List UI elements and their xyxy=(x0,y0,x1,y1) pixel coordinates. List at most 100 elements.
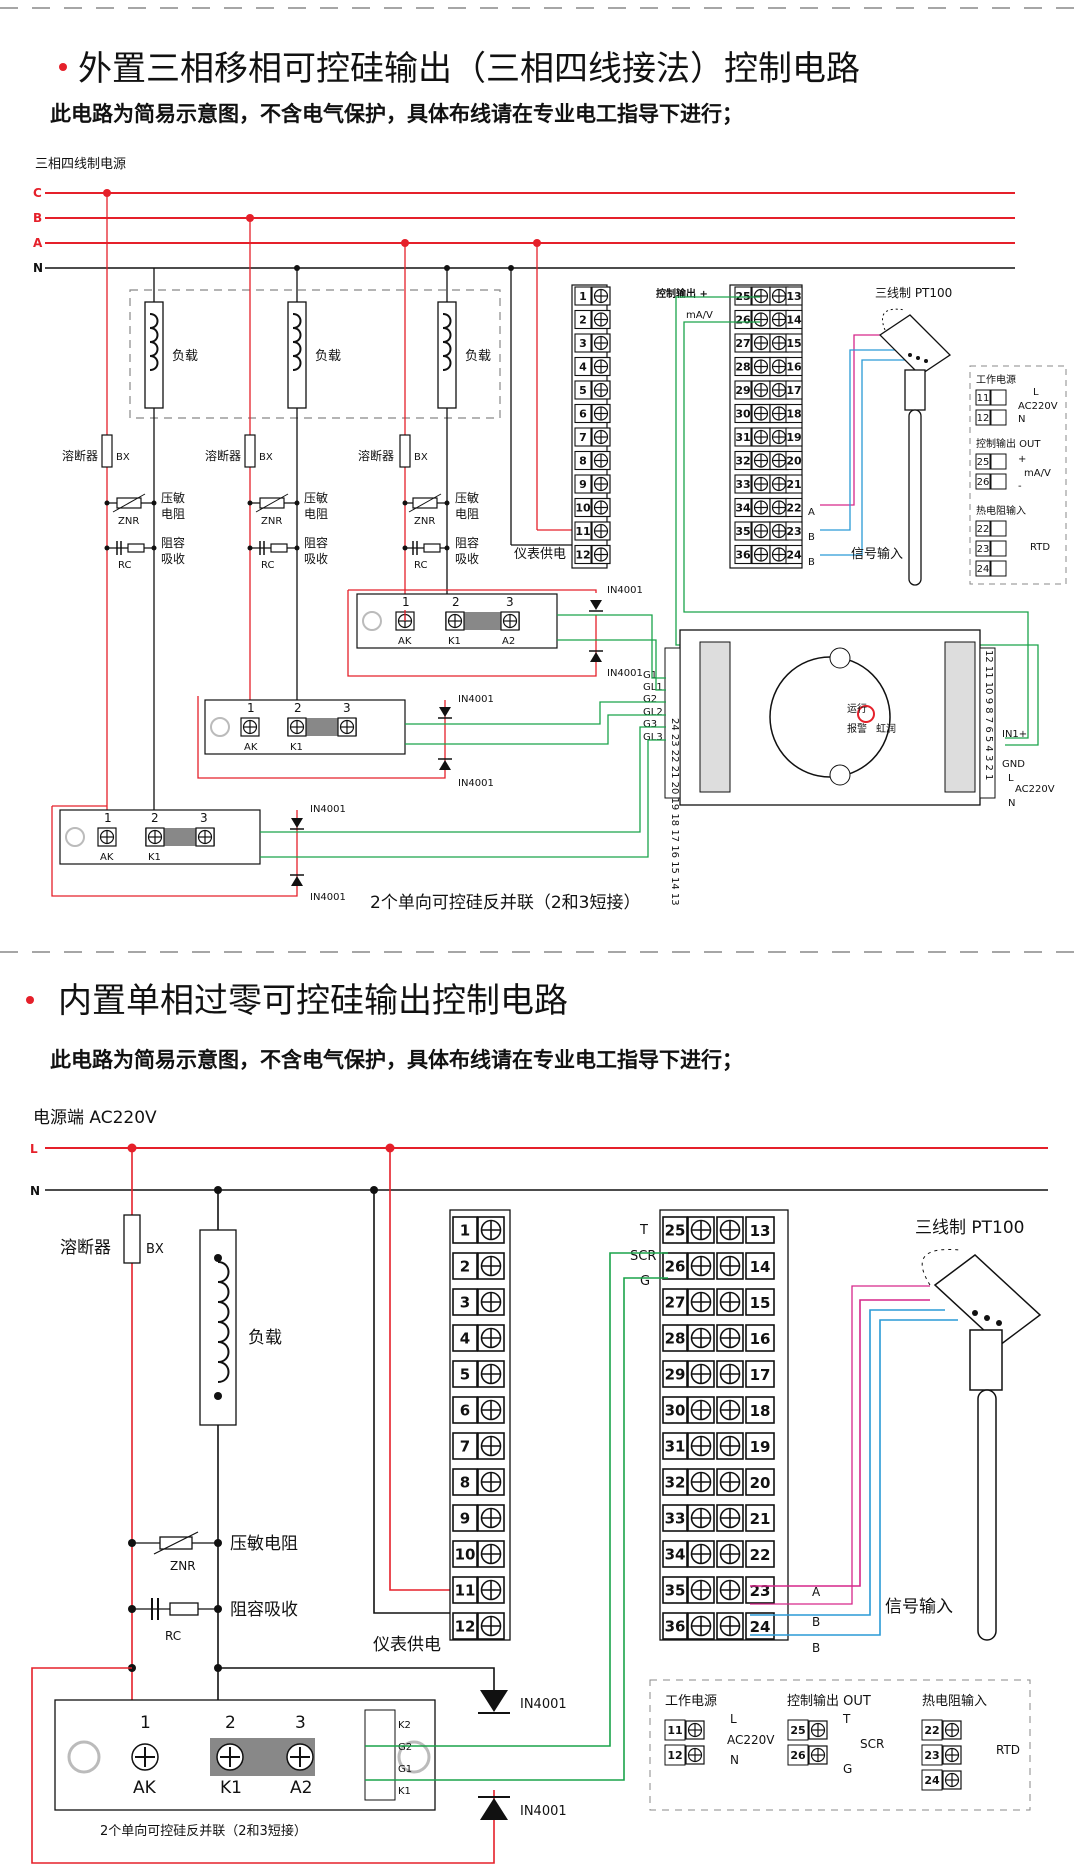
terminal-right-16: 16 xyxy=(769,356,803,377)
svg-text:2: 2 xyxy=(579,313,587,326)
terminal2-left-11: 11 xyxy=(452,1576,505,1604)
svg-text:压敏: 压敏 xyxy=(304,490,328,505)
legend2-terminal-26: 26 xyxy=(787,1744,828,1766)
svg-text:34: 34 xyxy=(735,501,751,514)
svg-text:24: 24 xyxy=(924,1774,940,1787)
gl3-label: GL3 xyxy=(643,732,663,743)
svg-text:电阻: 电阻 xyxy=(455,507,479,521)
svg-text:负载: 负载 xyxy=(315,349,341,364)
svg-text:1: 1 xyxy=(140,1713,151,1733)
svg-text:5: 5 xyxy=(579,384,587,397)
svg-text:运行: 运行 xyxy=(847,702,867,715)
scr-module-s2: 1 2 3 AK K1 A2 K2 G2 G1 K1 xyxy=(54,1699,436,1811)
section2-title: 内置单相过零可控硅输出控制电路 xyxy=(58,981,568,1021)
svg-text:负载: 负载 xyxy=(248,1328,282,1348)
pt100-sensor-2: 三线制 PT100 xyxy=(915,1218,1042,1641)
svg-text:K1: K1 xyxy=(148,852,161,863)
terminal2-right-14: 14 xyxy=(716,1252,775,1280)
section1-scr-caption: 2个单向可控硅反并联（2和3短接） xyxy=(370,893,640,913)
terminal-left-8: 8 xyxy=(574,450,611,471)
svg-text:8: 8 xyxy=(460,1474,470,1492)
load-1: 负载 xyxy=(144,301,198,409)
svg-text:3: 3 xyxy=(343,701,351,715)
svg-text:33: 33 xyxy=(735,478,750,491)
svg-text:19: 19 xyxy=(786,431,801,444)
svg-text:K1: K1 xyxy=(398,1786,411,1797)
terminal-right-22: 22 xyxy=(769,497,803,518)
svg-text:10: 10 xyxy=(575,501,591,514)
svg-text:7: 7 xyxy=(579,431,587,444)
svg-text:4: 4 xyxy=(579,360,587,373)
terminal2-right-20: 20 xyxy=(716,1468,775,1496)
load-3: 负载 xyxy=(437,301,491,409)
svg-text:36: 36 xyxy=(735,548,751,561)
svg-text:3: 3 xyxy=(579,337,587,350)
terminal-mid-28: 28 xyxy=(734,356,771,377)
svg-text:25: 25 xyxy=(665,1222,686,1240)
terminal2-mid-34: 34 xyxy=(662,1540,715,1568)
svg-text:BX: BX xyxy=(414,452,428,463)
svg-text:压敏电阻: 压敏电阻 xyxy=(230,1534,298,1554)
svg-text:T: T xyxy=(842,1712,851,1726)
diode-3b: IN4001 xyxy=(290,874,346,903)
svg-text:26: 26 xyxy=(735,313,751,326)
abc2-b1: B xyxy=(812,1615,820,1629)
svg-text:28: 28 xyxy=(735,360,750,373)
svg-text:压敏: 压敏 xyxy=(161,490,185,505)
legend1-terminal-12: 12 xyxy=(975,409,1007,426)
phase-a-label: A xyxy=(33,236,43,250)
legend2-terminal-12: 12 xyxy=(664,1744,705,1766)
svg-text:15: 15 xyxy=(786,337,801,350)
svg-text:14: 14 xyxy=(786,314,802,327)
terminal2-left-1: 1 xyxy=(452,1216,505,1244)
legend2-terminal-11: 11 xyxy=(664,1719,705,1741)
fuse-2: 溶断器 BX xyxy=(205,434,273,468)
diode-1b: IN4001 xyxy=(589,650,643,679)
svg-text:24: 24 xyxy=(977,564,990,575)
svg-text:32: 32 xyxy=(735,454,750,467)
svg-text:7: 7 xyxy=(460,1438,470,1456)
scr-module-1: 1 2 3 AK K1 A2 xyxy=(356,593,558,649)
svg-text:10: 10 xyxy=(455,1546,476,1564)
terminal2-mid-25: 25 xyxy=(662,1216,715,1244)
svg-text:6: 6 xyxy=(579,407,587,420)
terminal2-left-2: 2 xyxy=(452,1252,505,1280)
legend2-terminal-23: 23 xyxy=(921,1744,962,1766)
diode-s2-bottom: IN4001 xyxy=(478,1796,567,1820)
svg-text:AK: AK xyxy=(100,852,114,863)
load-2: 负载 xyxy=(287,301,341,409)
svg-text:21: 21 xyxy=(786,478,801,491)
svg-text:负载: 负载 xyxy=(172,349,198,364)
terminal-right-21: 21 xyxy=(769,474,803,494)
svg-text:BX: BX xyxy=(116,452,130,463)
terminal2-mid-33: 33 xyxy=(662,1504,715,1532)
terminal2-right-23: 23 xyxy=(716,1576,775,1604)
svg-text:吸收: 吸收 xyxy=(304,552,328,566)
svg-text:16: 16 xyxy=(750,1330,771,1348)
svg-text:IN4001: IN4001 xyxy=(458,694,494,705)
section2-scr-caption: 2个单向可控硅反并联（2和3短接） xyxy=(100,1823,307,1839)
phase-c-label: C xyxy=(33,186,42,200)
ma-v-label: mA/V xyxy=(686,310,713,321)
svg-text:28: 28 xyxy=(665,1330,686,1348)
section1-title: 外置三相移相可控硅输出（三相四线接法）控制电路 xyxy=(78,49,860,89)
svg-text:K1: K1 xyxy=(220,1778,242,1798)
terminal2-right-17: 17 xyxy=(716,1360,775,1388)
svg-text:23: 23 xyxy=(924,1749,939,1762)
svg-text:30: 30 xyxy=(735,407,751,420)
svg-text:ZNR: ZNR xyxy=(170,1559,196,1573)
svg-text:35: 35 xyxy=(735,525,750,538)
section1-subtitle: 此电路为简易示意图，不含电气保护，具体布线请在专业电工指导下进行； xyxy=(50,102,743,126)
svg-text:1: 1 xyxy=(247,701,255,715)
phase-n-label: N xyxy=(33,261,43,275)
svg-text:溶断器: 溶断器 xyxy=(62,448,98,463)
svg-text:热电阻输入: 热电阻输入 xyxy=(976,504,1026,517)
svg-text:N: N xyxy=(730,1753,739,1767)
bullet-dot-2 xyxy=(26,996,34,1004)
svg-text:IN4001: IN4001 xyxy=(310,892,346,903)
terminal2-left-4: 4 xyxy=(452,1324,505,1352)
svg-text:34: 34 xyxy=(665,1546,686,1564)
terminal-left-3: 3 xyxy=(574,333,611,353)
svg-text:虹润: 虹润 xyxy=(876,722,896,735)
legend2-terminal-25: 25 xyxy=(787,1719,828,1741)
